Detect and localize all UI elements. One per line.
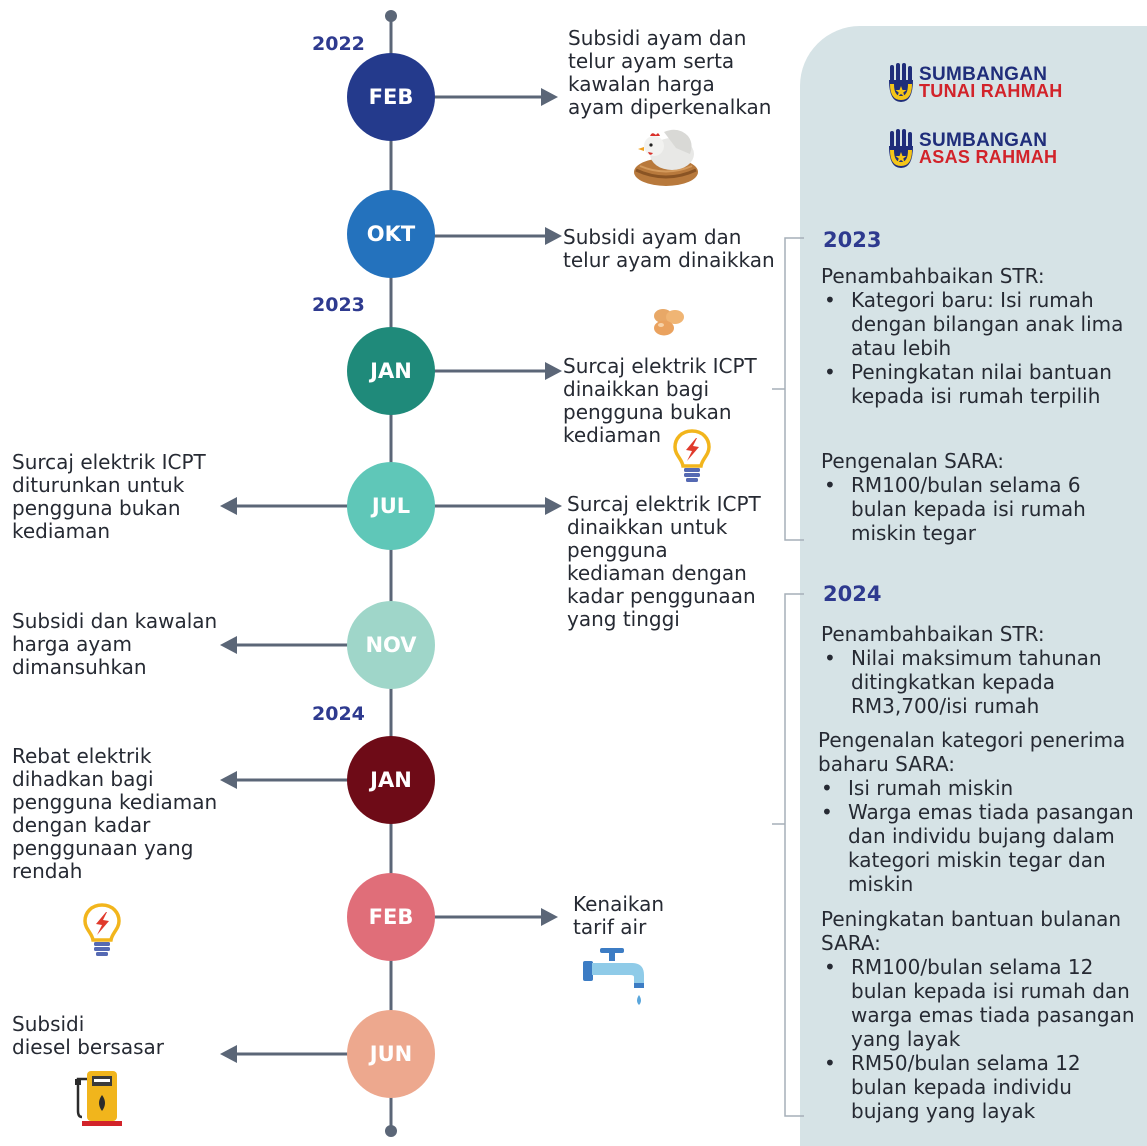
node-jun-2024: JUN [347,1010,435,1098]
logo-line2: ASAS RAHMAH [919,147,1058,167]
node-jan-2023: JAN [347,327,435,415]
panel-2024-increase: Peningkatan bantuan bulanan SARA: RM100/… [821,907,1141,1123]
year-label-2022: 2022 [312,33,365,55]
logo-line1: SUMBANGAN [919,130,1048,151]
water-tap-icon [583,948,644,1005]
str-heading: Penambahbaikan STR: [821,264,1045,288]
str-heading: Penambahbaikan STR: [821,622,1045,646]
panel-2024-str: Penambahbaikan STR: Nilai maksimum tahun… [821,622,1141,718]
category-item: Isi rumah miskin [818,776,1142,800]
increase-item: RM50/bulan selama 12 bulan kepada indivi… [821,1051,1141,1123]
event-jul-2023-left: Surcaj elektrik ICPT diturunkan untuk pe… [12,450,206,543]
fuel-pump-icon [75,1071,122,1126]
rahmah-hand-icon [889,63,913,102]
logo-line2: TUNAI RAHMAH [919,81,1063,101]
event-jun-2024: Subsidi diesel bersasar [12,1012,164,1059]
panel-2023-sara: Pengenalan SARA: RM100/bulan selama 6 bu… [821,449,1141,545]
str-item: Peningkatan nilai bantuan kepada isi rum… [821,360,1141,408]
str-item: Nilai maksimum tahunan ditingkatkan kepa… [821,646,1141,718]
logo-line1: SUMBANGAN [919,64,1048,85]
lightbulb-icon [673,429,711,482]
event-feb-2024: Kenaikan tarif air [573,892,665,939]
event-jan-2023: Surcaj elektrik ICPT dinaikkan bagi peng… [563,354,757,447]
eggs-icon [654,309,684,336]
panel-2024-category: Pengenalan kategori penerima baharu SARA… [818,728,1142,896]
node-feb-2022: FEB [347,53,435,141]
event-okt-2022: Subsidi ayam dan telur ayam dinaikkan [563,225,775,272]
event-jan-2024: Rebat elektrik dihadkan bagi pengguna ke… [12,744,218,883]
node-okt-2022: OKT [347,190,435,278]
sara-item: RM100/bulan selama 6 bulan kepada isi ru… [821,473,1141,545]
year-label-2023: 2023 [312,294,365,316]
node-feb-2024: FEB [347,873,435,961]
event-feb-2022: Subsidi ayam dan telur ayam serta kawala… [568,26,772,119]
node-nov-2023: NOV [347,601,435,689]
rahmah-hand-icon [889,129,913,168]
increase-heading: Peningkatan bantuan bulanan SARA: [821,907,1122,955]
chicken-nest-icon [634,129,698,186]
node-jan-2024: JAN [347,736,435,824]
node-jul-2023: JUL [347,462,435,550]
logo-sumbangan-asas-rahmah: SUMBANGAN ASAS RAHMAH [886,128,1057,170]
lightbulb-icon [83,903,121,956]
panel-year-2023: 2023 [823,228,882,252]
panel-2023-str: Penambahbaikan STR: Kategori baru: Isi r… [821,264,1141,408]
logo-sumbangan-tunai-rahmah: SUMBANGAN TUNAI RAHMAH [886,62,1063,104]
year-label-2024: 2024 [312,703,365,725]
sara-heading: Pengenalan SARA: [821,449,1005,473]
event-nov-2023: Subsidi dan kawalan harga ayam dimansuhk… [12,609,218,679]
category-heading: Pengenalan kategori penerima baharu SARA… [818,728,1126,776]
increase-item: RM100/bulan selama 12 bulan kepada isi r… [821,955,1141,1051]
category-item: Warga emas tiada pasangan dan individu b… [818,800,1142,896]
panel-year-2024: 2024 [823,582,882,606]
str-item: Kategori baru: Isi rumah dengan bilangan… [821,288,1141,360]
event-jul-2023-right: Surcaj elektrik ICPT dinaikkan untuk pen… [567,492,761,631]
